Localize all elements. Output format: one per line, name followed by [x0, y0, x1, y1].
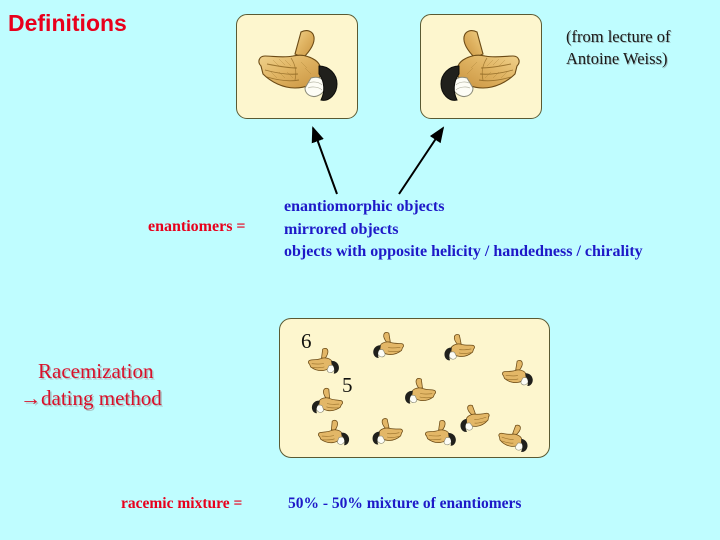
page-title: Definitions	[8, 10, 127, 36]
mini-hand-icon	[460, 404, 490, 432]
arrow-to-left-box	[311, 126, 338, 195]
mini-hand-icon	[308, 347, 339, 374]
definition-list: enantiomorphic objects mirrored objects …	[284, 196, 643, 264]
racemization-line-1: Racemization	[38, 359, 154, 383]
mini-hand-icon	[498, 424, 528, 452]
credit-line-2: Antoine Weiss)	[566, 48, 668, 68]
enantiomers-label: enantiomers =	[148, 218, 246, 235]
arrow-to-right-box	[398, 126, 445, 195]
right-hand-box	[420, 14, 542, 119]
mini-hand-icon	[372, 418, 403, 445]
count-label-five: 5	[342, 373, 353, 397]
racemization-heading: Racemization →dating method	[20, 358, 162, 412]
definition-line: objects with opposite helicity / handedn…	[284, 243, 643, 261]
definition-line: mirrored objects	[284, 220, 399, 238]
racemization-line-2: →dating method	[20, 385, 162, 410]
mini-hand-icon	[318, 419, 350, 446]
open-hand-left-icon	[258, 29, 338, 101]
count-label-six: 6	[301, 329, 312, 353]
mini-hand-icon	[502, 360, 533, 386]
racemic-mixture-box: 6 5	[279, 318, 550, 458]
lecture-credit: (from lecture of Antoine Weiss)	[566, 26, 670, 70]
credit-line-1: (from lecture of	[566, 27, 671, 46]
mini-hand-icon	[444, 334, 475, 361]
racemic-mixture-label: racemic mixture =	[121, 495, 243, 512]
open-hand-right-icon	[440, 29, 520, 101]
racemic-mixture-value: 50% - 50% mixture of enantiomers	[288, 495, 522, 512]
mini-hand-icon	[425, 420, 456, 446]
mini-hand-icon	[405, 377, 436, 404]
definition-line: enantiomorphic objects	[284, 198, 445, 215]
left-hand-box	[236, 14, 358, 119]
mini-hand-icon	[311, 387, 343, 414]
mini-hand-icon	[373, 332, 404, 358]
